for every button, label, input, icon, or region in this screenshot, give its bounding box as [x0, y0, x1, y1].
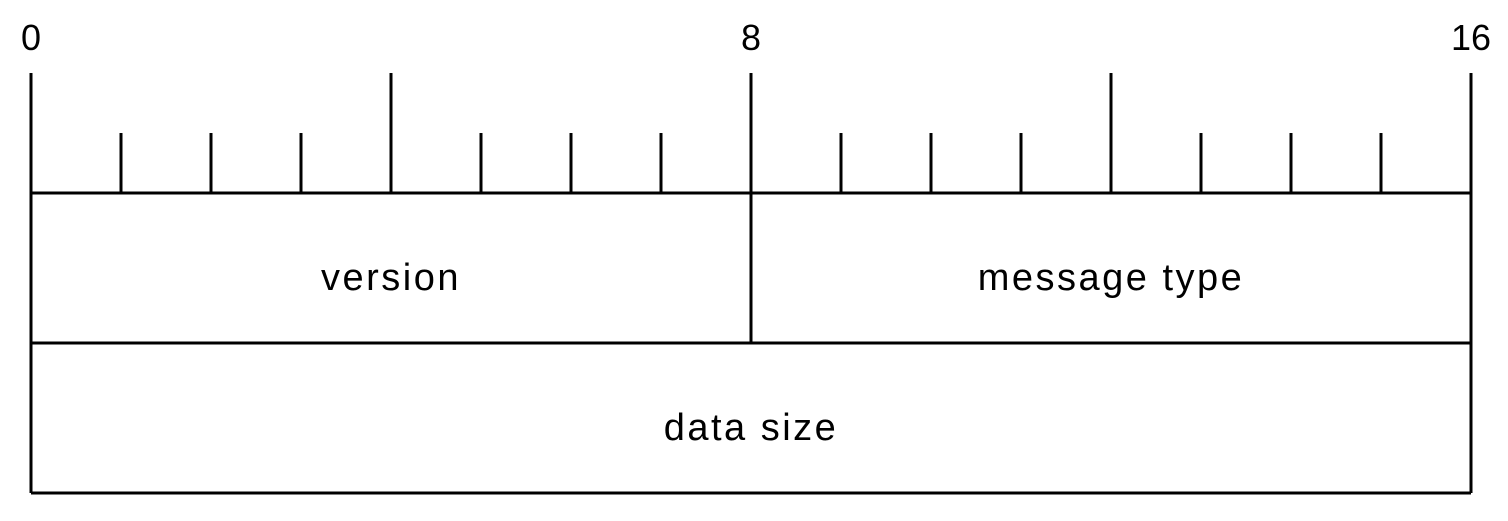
ruler-ticks: [29, 73, 1473, 193]
bit-label-8: 8: [741, 17, 761, 58]
field-borders: [29, 191, 1473, 495]
field-version: version: [321, 257, 461, 299]
bit-label-16: 16: [1451, 17, 1491, 58]
field-message-type: message type: [978, 257, 1245, 299]
bit-ruler: 0 8 16: [21, 17, 1491, 193]
bit-label-0: 0: [21, 17, 41, 58]
field-labels: version message type data size: [321, 257, 1245, 449]
field-data-size: data size: [664, 407, 839, 449]
